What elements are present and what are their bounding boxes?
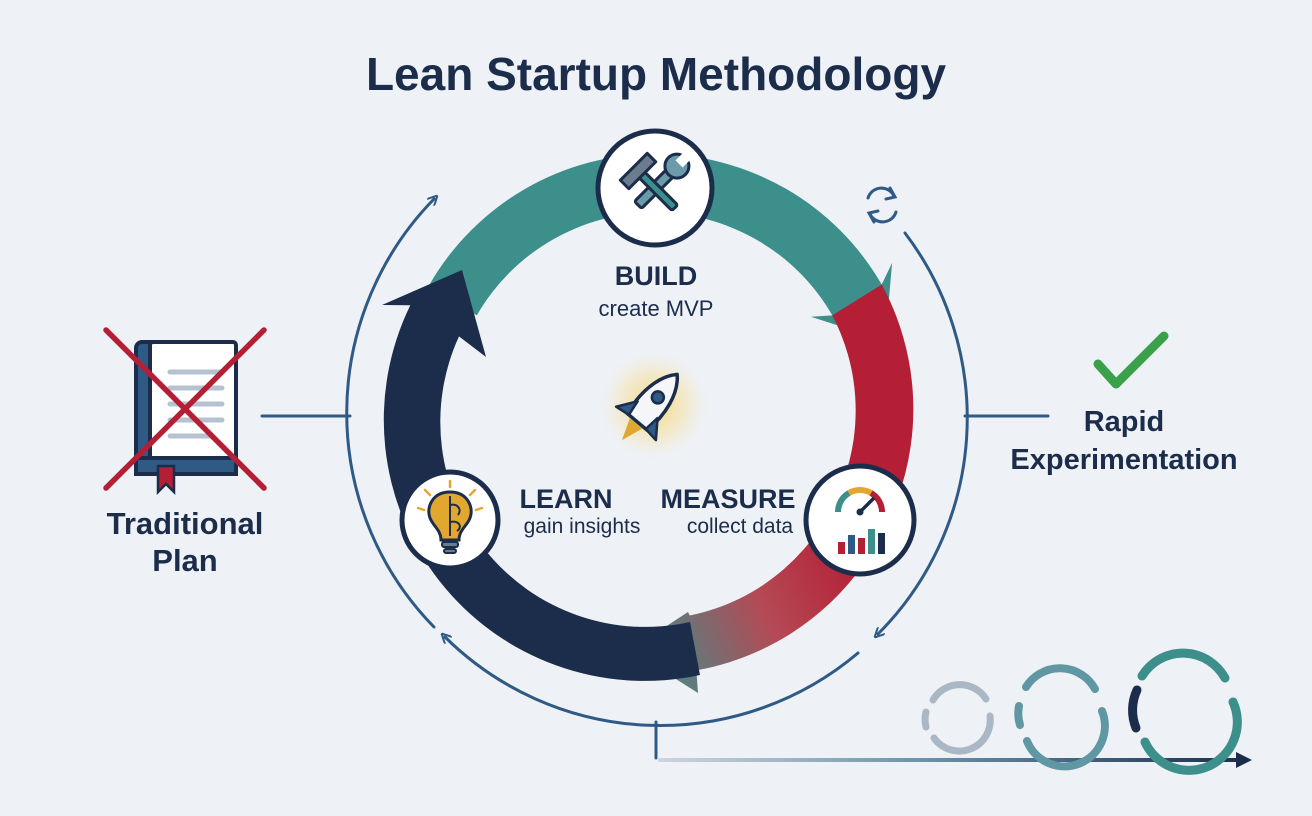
- traditional-plan-block: Traditional Plan: [103, 327, 267, 578]
- gauge-chart-icon: [835, 487, 885, 554]
- build-label: BUILD: [615, 261, 698, 291]
- measure-sublabel: collect data: [687, 515, 794, 538]
- iteration-timeline: [658, 648, 1252, 775]
- learn-stage: LEARN gain insights: [399, 469, 641, 571]
- measure-arrow-segment: [832, 284, 914, 501]
- outer-cycle-arrows: [260, 199, 1050, 760]
- refresh-icon: [866, 186, 898, 224]
- lightbulb-brain-icon: [416, 479, 484, 554]
- rocket-icon: [596, 347, 712, 463]
- page-title: Lean Startup Methodology: [366, 48, 947, 100]
- build-arrow-segment: [429, 153, 893, 341]
- build-stage: BUILD create MVP: [595, 128, 715, 321]
- learn-label: LEARN: [520, 484, 613, 514]
- wrench-hammer-icon: [618, 150, 693, 212]
- small-cycle-icon: [921, 681, 994, 755]
- traditional-plan-line1: Traditional: [107, 506, 264, 541]
- traditional-plan-line2: Plan: [152, 543, 217, 578]
- rapid-experimentation-block: Rapid Experimentation: [1010, 331, 1238, 476]
- crossed-out-book-icon: [103, 327, 267, 496]
- large-cycle-icon: [1128, 648, 1242, 775]
- learn-sublabel: gain insights: [524, 515, 641, 538]
- measure-icon-circle: [803, 463, 917, 577]
- checkmark-icon: [1093, 331, 1169, 389]
- learn-arrow-segment: [382, 270, 700, 681]
- medium-cycle-icon: [1014, 664, 1109, 771]
- measure-label: MEASURE: [660, 484, 795, 514]
- rapid-experimentation-line2: Experimentation: [1010, 444, 1237, 476]
- measure-stage: MEASURE collect data: [660, 463, 917, 577]
- build-sublabel: create MVP: [599, 296, 714, 321]
- rapid-experimentation-line1: Rapid: [1084, 406, 1165, 438]
